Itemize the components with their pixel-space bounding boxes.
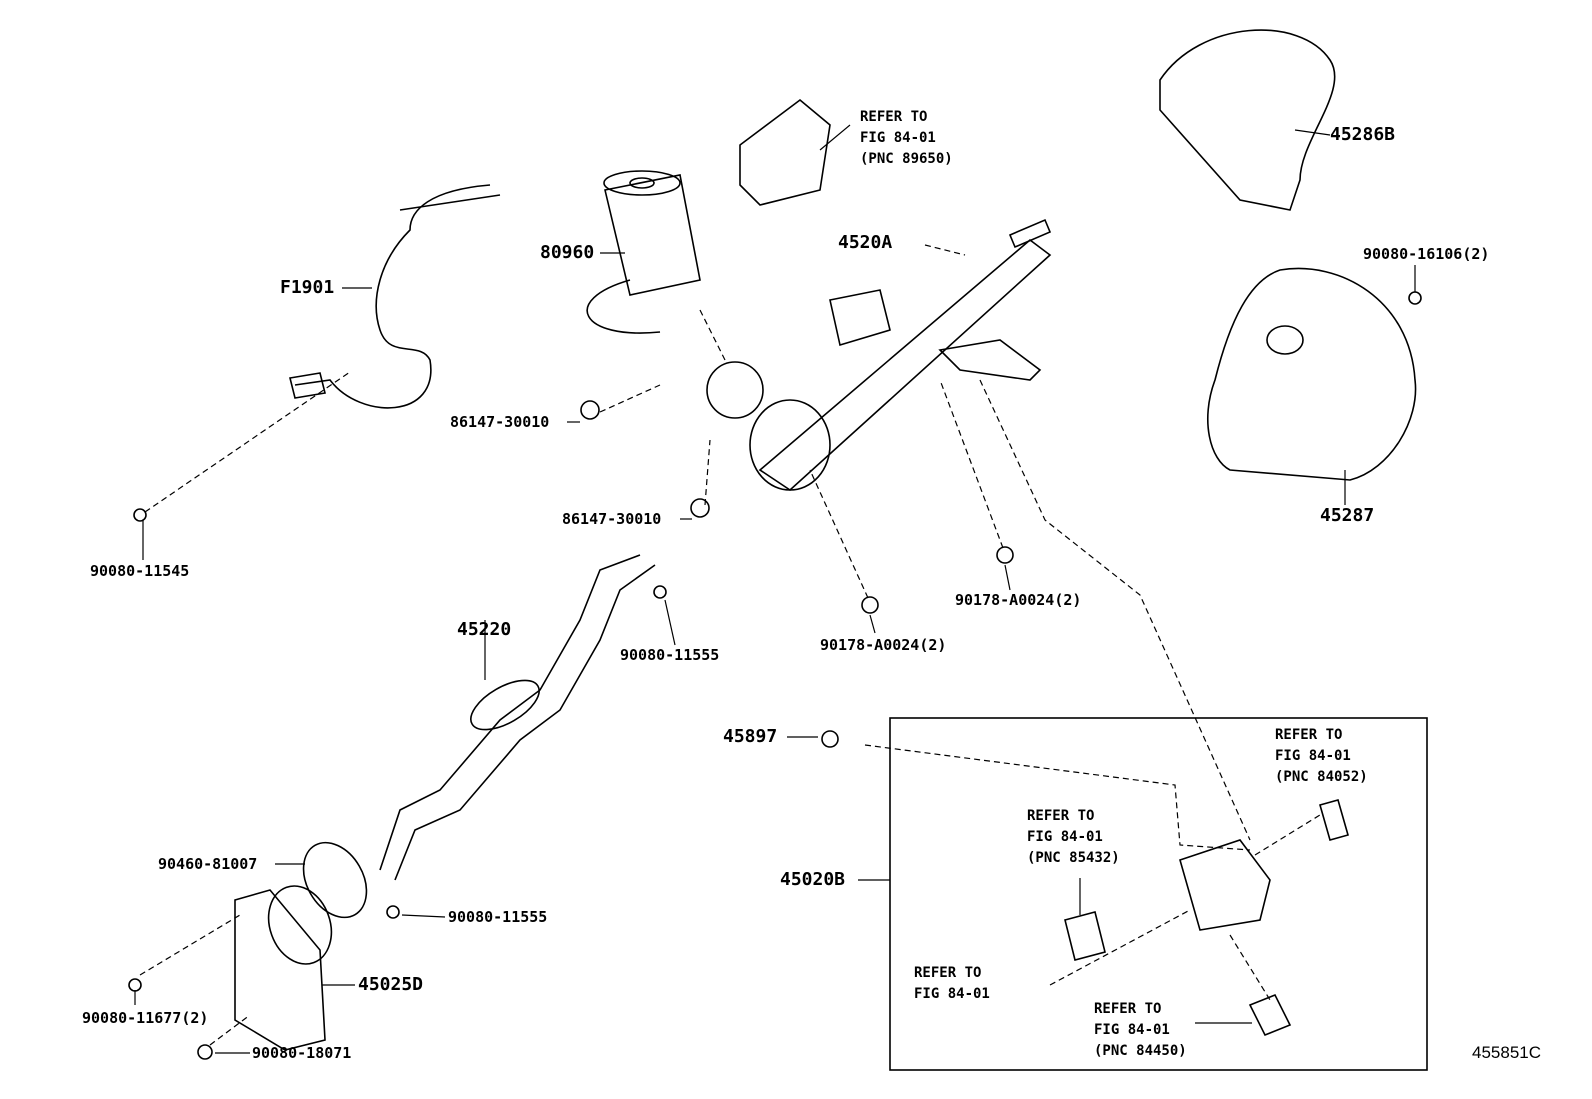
motor-drawing	[586, 170, 701, 334]
ecu-drawing	[739, 98, 831, 206]
ref-line: REFER TO	[860, 109, 928, 125]
hole-cover-drawing	[234, 889, 326, 1051]
steering-column-drawing	[706, 218, 1052, 492]
part-label-90080-11545[interactable]: 90080-11545	[90, 562, 190, 580]
part-label-45897[interactable]: 45897	[723, 726, 778, 747]
figure-code: 455851C	[1472, 1043, 1542, 1062]
part-label-45025d[interactable]: 45025D	[358, 974, 424, 995]
part-label-90178-a0024-b[interactable]: 90178-A0024(2)	[820, 636, 947, 654]
ref-line: REFER TO	[1027, 808, 1095, 824]
part-label-90080-16106[interactable]: 90080-16106(2)	[1363, 245, 1490, 263]
ref-line: (PNC 84052)	[1275, 769, 1368, 785]
ref-line: FIG 84-01	[1275, 748, 1351, 764]
upper-cover-drawing	[1159, 29, 1336, 211]
ref-line: FIG 84-01	[1027, 829, 1103, 845]
lock-cylinder-drawing	[1179, 839, 1271, 931]
reference-note-pnc-89650: REFER TO FIG 84-01 (PNC 89650)	[860, 107, 953, 170]
ref-line: REFER TO	[914, 965, 982, 981]
part-label-90080-11555-a[interactable]: 90080-11555	[620, 646, 720, 664]
wire-harness-drawing	[294, 184, 491, 409]
part-label-90080-11555-b[interactable]: 90080-11555	[448, 908, 548, 926]
part-label-4520a[interactable]: 4520A	[838, 232, 893, 253]
part-label-90080-11677[interactable]: 90080-11677(2)	[82, 1009, 209, 1027]
assembly-group-box	[889, 717, 1428, 1071]
part-label-45286b[interactable]: 45286B	[1330, 124, 1396, 145]
leader-lines	[134, 124, 1416, 1054]
reference-note-pnc-85432: REFER TO FIG 84-01 (PNC 85432)	[1027, 806, 1120, 869]
part-label-45287[interactable]: 45287	[1320, 505, 1375, 526]
part-label-90460-81007[interactable]: 90460-81007	[158, 855, 258, 873]
part-label-80960[interactable]: 80960	[540, 242, 595, 263]
dashed-guide-lines	[139, 244, 1321, 1046]
lower-cover-drawing	[1207, 267, 1417, 481]
reference-note-pnc-84052: REFER TO FIG 84-01 (PNC 84052)	[1275, 725, 1368, 788]
part-label-f1901[interactable]: F1901	[280, 277, 335, 298]
ref-line: (PNC 85432)	[1027, 850, 1120, 866]
part-label-45220[interactable]: 45220	[457, 619, 512, 640]
ref-line: (PNC 89650)	[860, 151, 953, 167]
ref-line: FIG 84-01	[914, 986, 990, 1002]
intermediate-shaft-drawing	[379, 554, 656, 881]
part-label-90178-a0024-a[interactable]: 90178-A0024(2)	[955, 591, 1082, 609]
part-label-86147-30010-a[interactable]: 86147-30010	[450, 413, 550, 431]
part-label-45020b[interactable]: 45020B	[780, 869, 846, 890]
ref-line: (PNC 84450)	[1094, 1043, 1187, 1059]
ref-line: REFER TO	[1275, 727, 1343, 743]
part-label-86147-30010-b[interactable]: 86147-30010	[562, 510, 662, 528]
ref-line: FIG 84-01	[860, 130, 936, 146]
part-label-90080-18071[interactable]: 90080-18071	[252, 1044, 352, 1062]
clamp-ring-drawing	[302, 841, 368, 919]
reference-note-fig-84-01: REFER TO FIG 84-01	[914, 963, 990, 1005]
reference-note-pnc-84450: REFER TO FIG 84-01 (PNC 84450)	[1094, 999, 1187, 1062]
ref-line: FIG 84-01	[1094, 1022, 1170, 1038]
ref-line: REFER TO	[1094, 1001, 1162, 1017]
